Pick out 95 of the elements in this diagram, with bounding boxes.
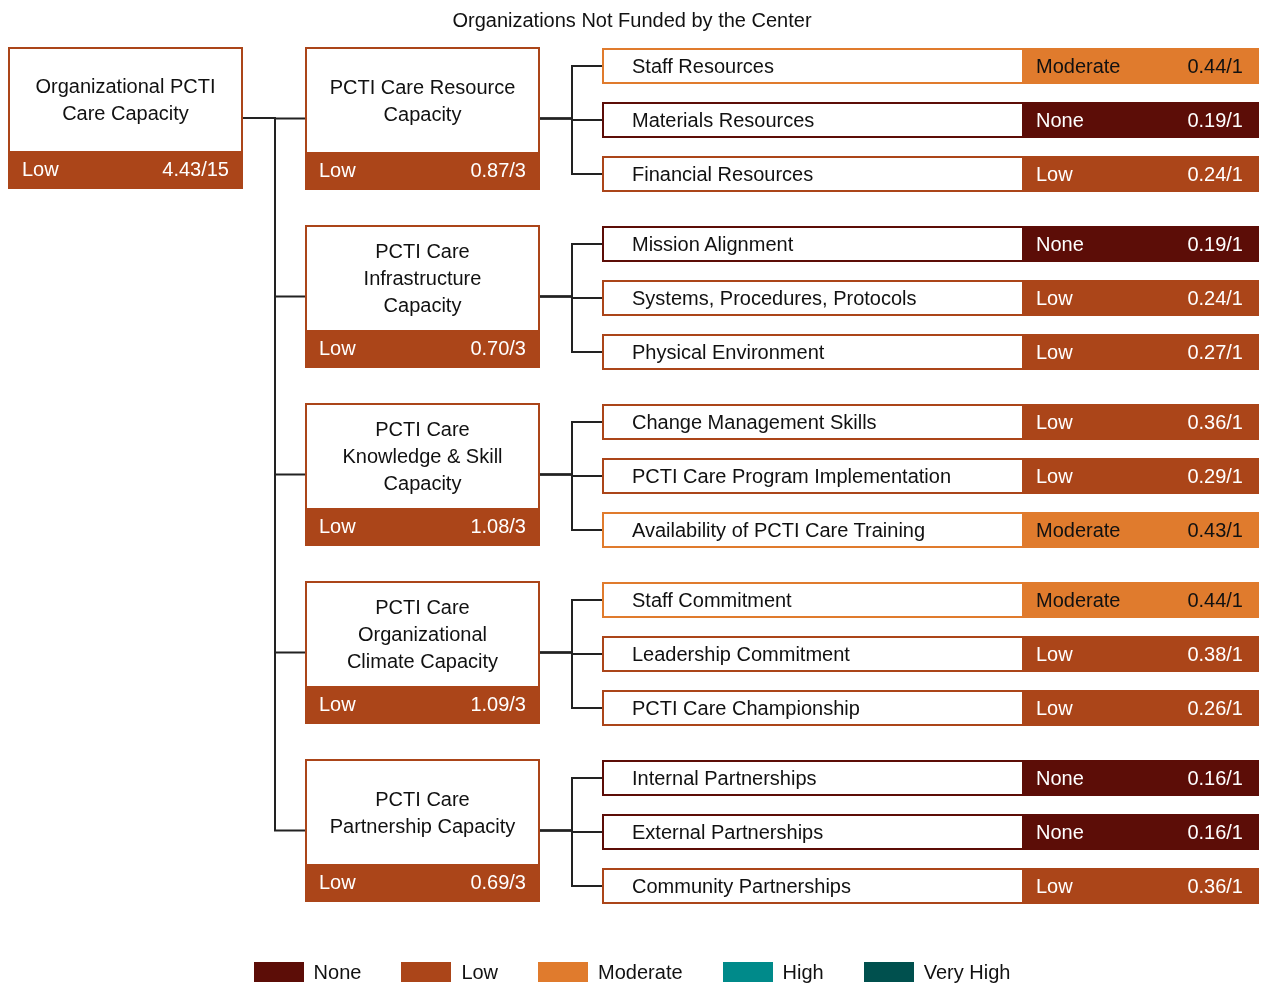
- rating-level: Moderate: [1036, 588, 1121, 613]
- rating-level: Low: [319, 158, 356, 183]
- subdomain-name: Staff Resources: [632, 54, 774, 79]
- rating-score: 0.27/1: [1187, 340, 1243, 365]
- subdomain-name: PCTI Care Championship: [632, 696, 860, 721]
- rating-score: 0.24/1: [1187, 162, 1243, 187]
- domain-box: [305, 759, 540, 902]
- rating-level: Low: [1036, 286, 1073, 311]
- connector-line: [539, 295, 603, 353]
- subdomain-row: [602, 458, 1259, 494]
- legend-label: Moderate: [598, 960, 683, 985]
- rating-level: Low: [1036, 642, 1073, 667]
- connector-line: [539, 117, 603, 175]
- domain-title: Organizational PCTI Care Capacity: [34, 74, 217, 126]
- rating-score: 0.16/1: [1187, 820, 1243, 845]
- rating-level: Low: [22, 157, 59, 182]
- rating-level: Low: [319, 514, 356, 539]
- subdomain-row: [602, 334, 1259, 370]
- subdomain-row: [602, 404, 1259, 440]
- subdomain-row: [602, 636, 1259, 672]
- rating-score: 0.69/3: [470, 870, 526, 895]
- domain-box: [8, 47, 243, 189]
- subdomain-name: Materials Resources: [632, 108, 815, 133]
- domain-title: PCTI Care Infrastructure Capacity: [362, 239, 483, 318]
- rating-level: Low: [319, 692, 356, 717]
- rating-score: 0.87/3: [470, 158, 526, 183]
- legend-label: Low: [461, 960, 499, 985]
- subdomain-row: [602, 280, 1259, 316]
- rating-score: 0.44/1: [1187, 588, 1243, 613]
- diagram-title: Organizations Not Funded by the Center: [451, 8, 813, 33]
- domain-box: [305, 403, 540, 546]
- rating-level: Low: [1036, 162, 1073, 187]
- subdomain-name: Financial Resources: [632, 162, 814, 187]
- connector-line: [539, 829, 603, 887]
- legend-label: Very High: [923, 960, 1011, 985]
- rating-level: Low: [1036, 464, 1073, 489]
- subdomain-row: [602, 814, 1259, 850]
- rating-score: 0.43/1: [1187, 518, 1243, 543]
- subdomain-row: [602, 868, 1259, 904]
- rating-level: None: [1036, 820, 1084, 845]
- legend-label: High: [782, 960, 824, 985]
- subdomain-row: [602, 102, 1259, 138]
- rating-score: 0.19/1: [1187, 232, 1243, 257]
- legend-label: None: [313, 960, 362, 985]
- rating-level: Moderate: [1036, 54, 1121, 79]
- rating-score: 0.38/1: [1187, 642, 1243, 667]
- rating-level: Low: [1036, 340, 1073, 365]
- rating-score: 0.26/1: [1187, 696, 1243, 721]
- rating-level: None: [1036, 766, 1084, 791]
- rating-score: 0.36/1: [1187, 410, 1243, 435]
- rating-score: 0.70/3: [470, 336, 526, 361]
- subdomain-name: Staff Commitment: [632, 588, 792, 613]
- rating-score: 0.29/1: [1187, 464, 1243, 489]
- rating-score: 4.43/15: [162, 157, 229, 182]
- rating-score: 0.24/1: [1187, 286, 1243, 311]
- rating-level: Moderate: [1036, 518, 1121, 543]
- rating-score: 0.16/1: [1187, 766, 1243, 791]
- subdomain-name: External Partnerships: [632, 820, 824, 845]
- connector-line: [539, 651, 603, 709]
- subdomain-name: Systems, Procedures, Protocols: [632, 286, 917, 311]
- rating-score: 0.44/1: [1187, 54, 1243, 79]
- rating-level: Low: [1036, 874, 1073, 899]
- subdomain-name: Internal Partnerships: [632, 766, 817, 791]
- subdomain-row: [602, 690, 1259, 726]
- domain-box: [305, 225, 540, 368]
- rating-level: None: [1036, 108, 1084, 133]
- subdomain-name: Availability of PCTI Care Training: [632, 518, 926, 543]
- subdomain-name: Physical Environment: [632, 340, 825, 365]
- subdomain-name: Mission Alignment: [632, 232, 794, 257]
- rating-score: 0.19/1: [1187, 108, 1243, 133]
- subdomain-name: Change Management Skills: [632, 410, 877, 435]
- domain-title: PCTI Care Knowledge & Skill Capacity: [341, 417, 504, 496]
- subdomain-name: Leadership Commitment: [632, 642, 850, 667]
- subdomain-row: [602, 582, 1259, 618]
- rating-level: Low: [319, 870, 356, 895]
- subdomain-row: [602, 156, 1259, 192]
- subdomain-name: Community Partnerships: [632, 874, 851, 899]
- domain-title: PCTI Care Organizational Climate Capacity: [345, 595, 500, 674]
- domain-title: PCTI Care Resource Capacity: [329, 74, 516, 127]
- domain-box: [305, 47, 540, 190]
- rating-level: None: [1036, 232, 1084, 257]
- domain-title: PCTI Care Partnership Capacity: [329, 786, 516, 839]
- rating-score: 1.09/3: [470, 692, 526, 717]
- subdomain-row: [602, 226, 1259, 262]
- domain-box: [305, 581, 540, 724]
- rating-level: Low: [319, 336, 356, 361]
- subdomain-name: PCTI Care Program Implementation: [632, 464, 951, 489]
- subdomain-row: [602, 512, 1259, 548]
- rating-level: Low: [1036, 410, 1073, 435]
- rating-level: Low: [1036, 696, 1073, 721]
- subdomain-row: [602, 760, 1259, 796]
- rating-score: 1.08/3: [470, 514, 526, 539]
- rating-score: 0.36/1: [1187, 874, 1243, 899]
- subdomain-row: [602, 48, 1259, 84]
- connector-line: [539, 473, 603, 531]
